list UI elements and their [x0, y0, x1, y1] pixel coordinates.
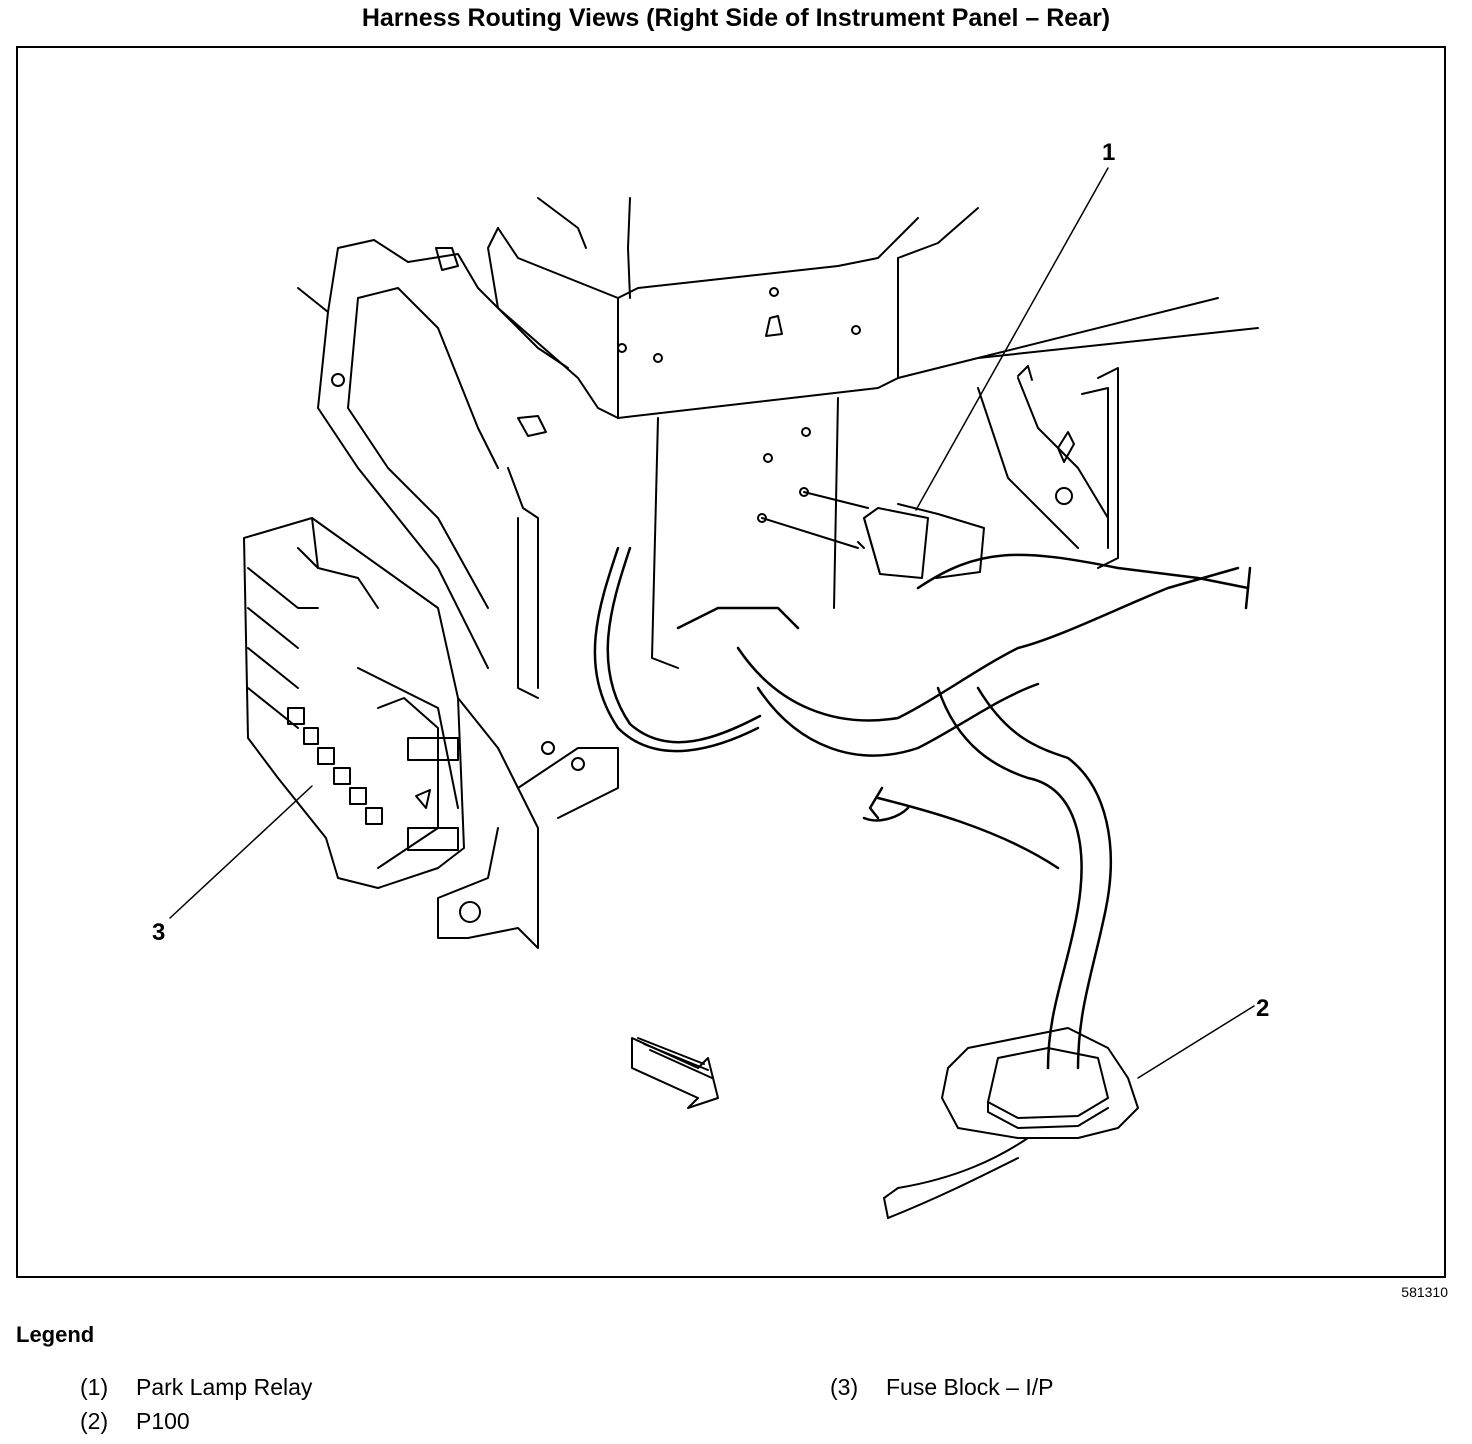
legend-item-number: (2) [80, 1408, 109, 1434]
legend-item-label: P100 [136, 1408, 190, 1434]
callout-1: 1 [1102, 139, 1115, 166]
legend-item-number: (1) [80, 1374, 109, 1400]
legend-item-label: Park Lamp Relay [136, 1374, 313, 1400]
callout-2: 2 [1256, 995, 1269, 1022]
illustration-frame: 1 2 3 [16, 46, 1446, 1278]
leader-1 [915, 167, 1109, 511]
p100-grommet [883, 1027, 1139, 1219]
legend-item-label: Fuse Block – I/P [886, 1374, 1054, 1400]
figure-number: 581310 [1401, 1284, 1448, 1300]
center-plate [651, 397, 869, 669]
view-arrow [631, 1037, 719, 1109]
right-panel [977, 365, 1119, 569]
wire-harness [593, 546, 1252, 1070]
lower-bracket [437, 697, 619, 949]
harness-illustration: 1 2 3 [152, 139, 1269, 1219]
legend-item-number: (3) [830, 1374, 859, 1400]
leader-3 [169, 785, 313, 919]
upper-bracket [487, 197, 1259, 419]
leader-lines [169, 167, 1255, 1079]
legend-item-2: (2) P100 [80, 1408, 190, 1435]
fuse-block [243, 517, 465, 889]
legend-item-3: (3) Fuse Block – I/P [830, 1374, 1053, 1401]
diagram-title: Harness Routing Views (Right Side of Ins… [361, 4, 1111, 32]
leader-2 [1137, 1005, 1255, 1079]
park-lamp-relay [857, 503, 985, 579]
legend-item-1: (1) Park Lamp Relay [80, 1374, 312, 1401]
legend-heading: Legend [16, 1322, 95, 1347]
callout-3: 3 [152, 919, 165, 946]
left-bracket [297, 239, 569, 699]
